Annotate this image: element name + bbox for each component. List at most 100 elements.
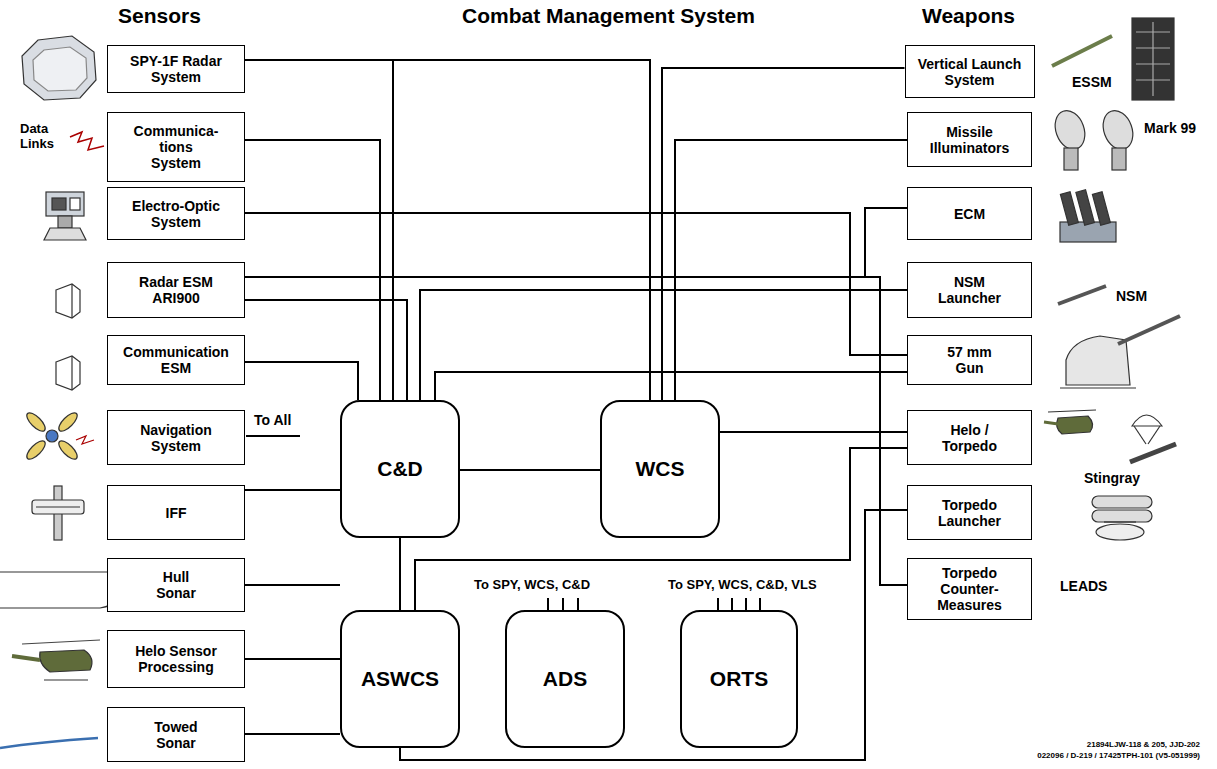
eo-window — [70, 198, 80, 210]
connector-line — [662, 68, 905, 400]
connector-line — [245, 140, 380, 400]
connector-line — [245, 584, 340, 586]
connector-line — [245, 362, 358, 400]
vls-cells — [1136, 22, 1170, 96]
connector-line — [245, 489, 340, 491]
equipment-box: Navigation System — [107, 410, 245, 465]
connector-line — [245, 60, 650, 400]
box-label: ASWCS — [361, 667, 439, 691]
box-label: 57 mm Gun — [940, 344, 1000, 376]
connector-line — [400, 510, 907, 760]
box-label: WCS — [636, 457, 685, 481]
box-label: SPY-1F Radar System — [120, 53, 232, 85]
box-label: Communication ESM — [123, 344, 229, 376]
equipment-box: Helo Sensor Processing — [107, 630, 245, 688]
eo-base — [44, 228, 86, 240]
box-label: Towed Sonar — [154, 719, 197, 751]
equipment-box: Electro-Optic System — [107, 187, 245, 240]
equipment-box: Vertical Launch System — [905, 45, 1035, 98]
equipment-box: Torpedo Launcher — [907, 485, 1032, 540]
equipment-box: Communica- tions System — [107, 112, 245, 182]
esm-edge — [71, 284, 72, 318]
connector-line — [435, 372, 907, 400]
torpedo-launcher-icon — [1092, 496, 1152, 540]
iff-array — [32, 500, 84, 514]
equipment-box: Hull Sonar — [107, 558, 245, 612]
nsm-missile-icon — [1058, 286, 1106, 304]
subsystem-box: C&D — [340, 400, 460, 538]
annotation: Data Links — [20, 122, 64, 152]
navigation-icon — [24, 410, 80, 462]
box-label: IFF — [166, 505, 187, 521]
column-heading: Sensors — [118, 4, 201, 28]
box-label: ADS — [543, 667, 587, 691]
equipment-box: Radar ESM ARI900 — [107, 262, 245, 318]
box-label: Navigation System — [140, 422, 212, 454]
equipment-box: Torpedo Counter- Measures — [907, 558, 1032, 620]
box-label: Hull Sonar — [156, 569, 196, 601]
annotation: Mark 99 — [1144, 120, 1196, 136]
connector-line — [245, 213, 907, 355]
annotation: To All — [254, 412, 291, 428]
connector-line — [245, 277, 907, 585]
helicopter-icon — [12, 640, 100, 680]
subsystem-box: WCS — [600, 400, 720, 538]
tick — [717, 598, 719, 610]
equipment-box: Helo / Torpedo — [907, 410, 1032, 465]
box-label: Helo Sensor Processing — [124, 643, 229, 675]
tick — [731, 598, 733, 610]
tick — [745, 598, 747, 610]
equipment-box: Communication ESM — [107, 335, 245, 385]
subsystem-box: ORTS — [680, 610, 798, 748]
equipment-box: NSM Launcher — [907, 262, 1032, 318]
ecm-launcher-icon — [1060, 190, 1116, 242]
connector-line — [420, 290, 907, 400]
box-label: ORTS — [710, 667, 768, 691]
equipment-box: Towed Sonar — [107, 707, 245, 762]
tick — [547, 598, 549, 610]
annotation: To SPY, WCS, C&D, VLS — [668, 578, 817, 593]
connector-line — [245, 658, 340, 660]
connector-line — [720, 431, 907, 433]
weapon-icons — [1044, 18, 1180, 540]
gun-icon — [1060, 316, 1180, 388]
eo-pedestal — [58, 216, 72, 228]
equipment-box: Missile Illuminators — [907, 112, 1032, 167]
eo-sensor-icon — [46, 192, 84, 216]
column-heading: Weapons — [922, 4, 1015, 28]
equipment-box: 57 mm Gun — [907, 335, 1032, 385]
box-label: ECM — [954, 206, 985, 222]
box-label: C&D — [377, 457, 423, 481]
subsystem-box: ASWCS — [340, 610, 460, 748]
esm-antenna-icon — [56, 356, 80, 390]
connector-line — [399, 538, 401, 610]
annotation: NSM — [1116, 288, 1147, 304]
box-label: Communica- tions System — [134, 123, 219, 171]
box-label: Missile Illuminators — [930, 124, 1009, 156]
connector-line — [245, 60, 393, 400]
box-label: NSM Launcher — [938, 274, 1001, 306]
illuminator-icon — [1050, 106, 1138, 170]
annotation: ESSM — [1072, 74, 1112, 90]
drawing-number: 21894LJW-118 & 205, JJD-202 — [1087, 740, 1200, 749]
drawing-number: 022096 / D-219 / 17425TPH-101 (V5-051999… — [1037, 751, 1200, 760]
helo-torpedo-icon — [1044, 410, 1176, 462]
esm-antenna-icon — [56, 284, 80, 318]
box-label: Torpedo Counter- Measures — [937, 565, 1002, 613]
annotation: To SPY, WCS, C&D — [474, 578, 590, 593]
tick — [562, 598, 564, 610]
connector-line — [245, 733, 340, 735]
nav-bolt — [76, 436, 94, 444]
annotation: LEADS — [1060, 578, 1107, 594]
radar-face — [33, 47, 87, 91]
vls-icon — [1132, 18, 1174, 100]
connector-line — [245, 208, 907, 277]
connector-line — [675, 140, 907, 400]
connector-line — [245, 300, 407, 400]
subsystem-box: ADS — [505, 610, 625, 748]
eo-window — [52, 198, 66, 210]
to-all-stub — [246, 435, 300, 437]
equipment-box: ECM — [907, 187, 1032, 240]
towed-array-icon — [0, 738, 98, 748]
